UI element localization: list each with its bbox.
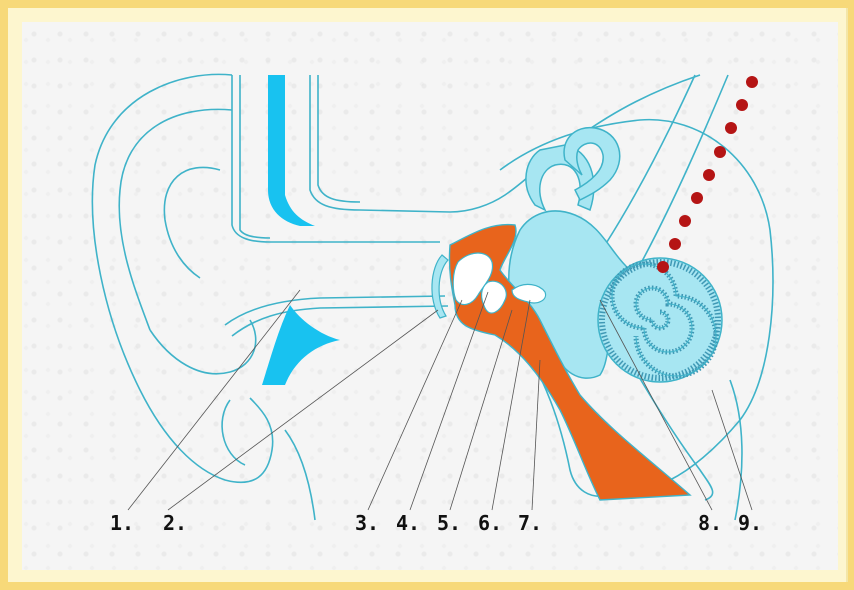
canal-upper bbox=[232, 75, 440, 242]
label-5: 5. bbox=[437, 511, 461, 535]
label-7: 7. bbox=[518, 511, 542, 535]
concha-patch bbox=[262, 305, 340, 385]
label-6: 6. bbox=[478, 511, 502, 535]
pinna-fold bbox=[164, 167, 220, 278]
tube-right bbox=[640, 75, 728, 265]
canal-lower-2 bbox=[232, 306, 448, 336]
label-8: 8. bbox=[698, 511, 722, 535]
skull-line bbox=[310, 75, 700, 212]
label-4: 4. bbox=[396, 511, 420, 535]
lower-line bbox=[285, 430, 315, 520]
label-1: 1. bbox=[110, 511, 134, 535]
label-3: 3. bbox=[355, 511, 379, 535]
pinna-outer bbox=[92, 74, 272, 482]
canal-loop-1 bbox=[526, 145, 594, 210]
cochlea bbox=[598, 258, 722, 382]
pinna-inner bbox=[119, 109, 232, 330]
label-9: 9. bbox=[738, 511, 762, 535]
cartilage-strip bbox=[268, 75, 315, 226]
nerve-dots bbox=[657, 76, 758, 273]
eardrum bbox=[432, 255, 448, 318]
label-2: 2. bbox=[163, 511, 187, 535]
skull-line-2 bbox=[318, 75, 360, 202]
canal-loop-2 bbox=[564, 128, 620, 200]
canal-upper-2 bbox=[240, 75, 270, 238]
concha bbox=[150, 320, 256, 374]
